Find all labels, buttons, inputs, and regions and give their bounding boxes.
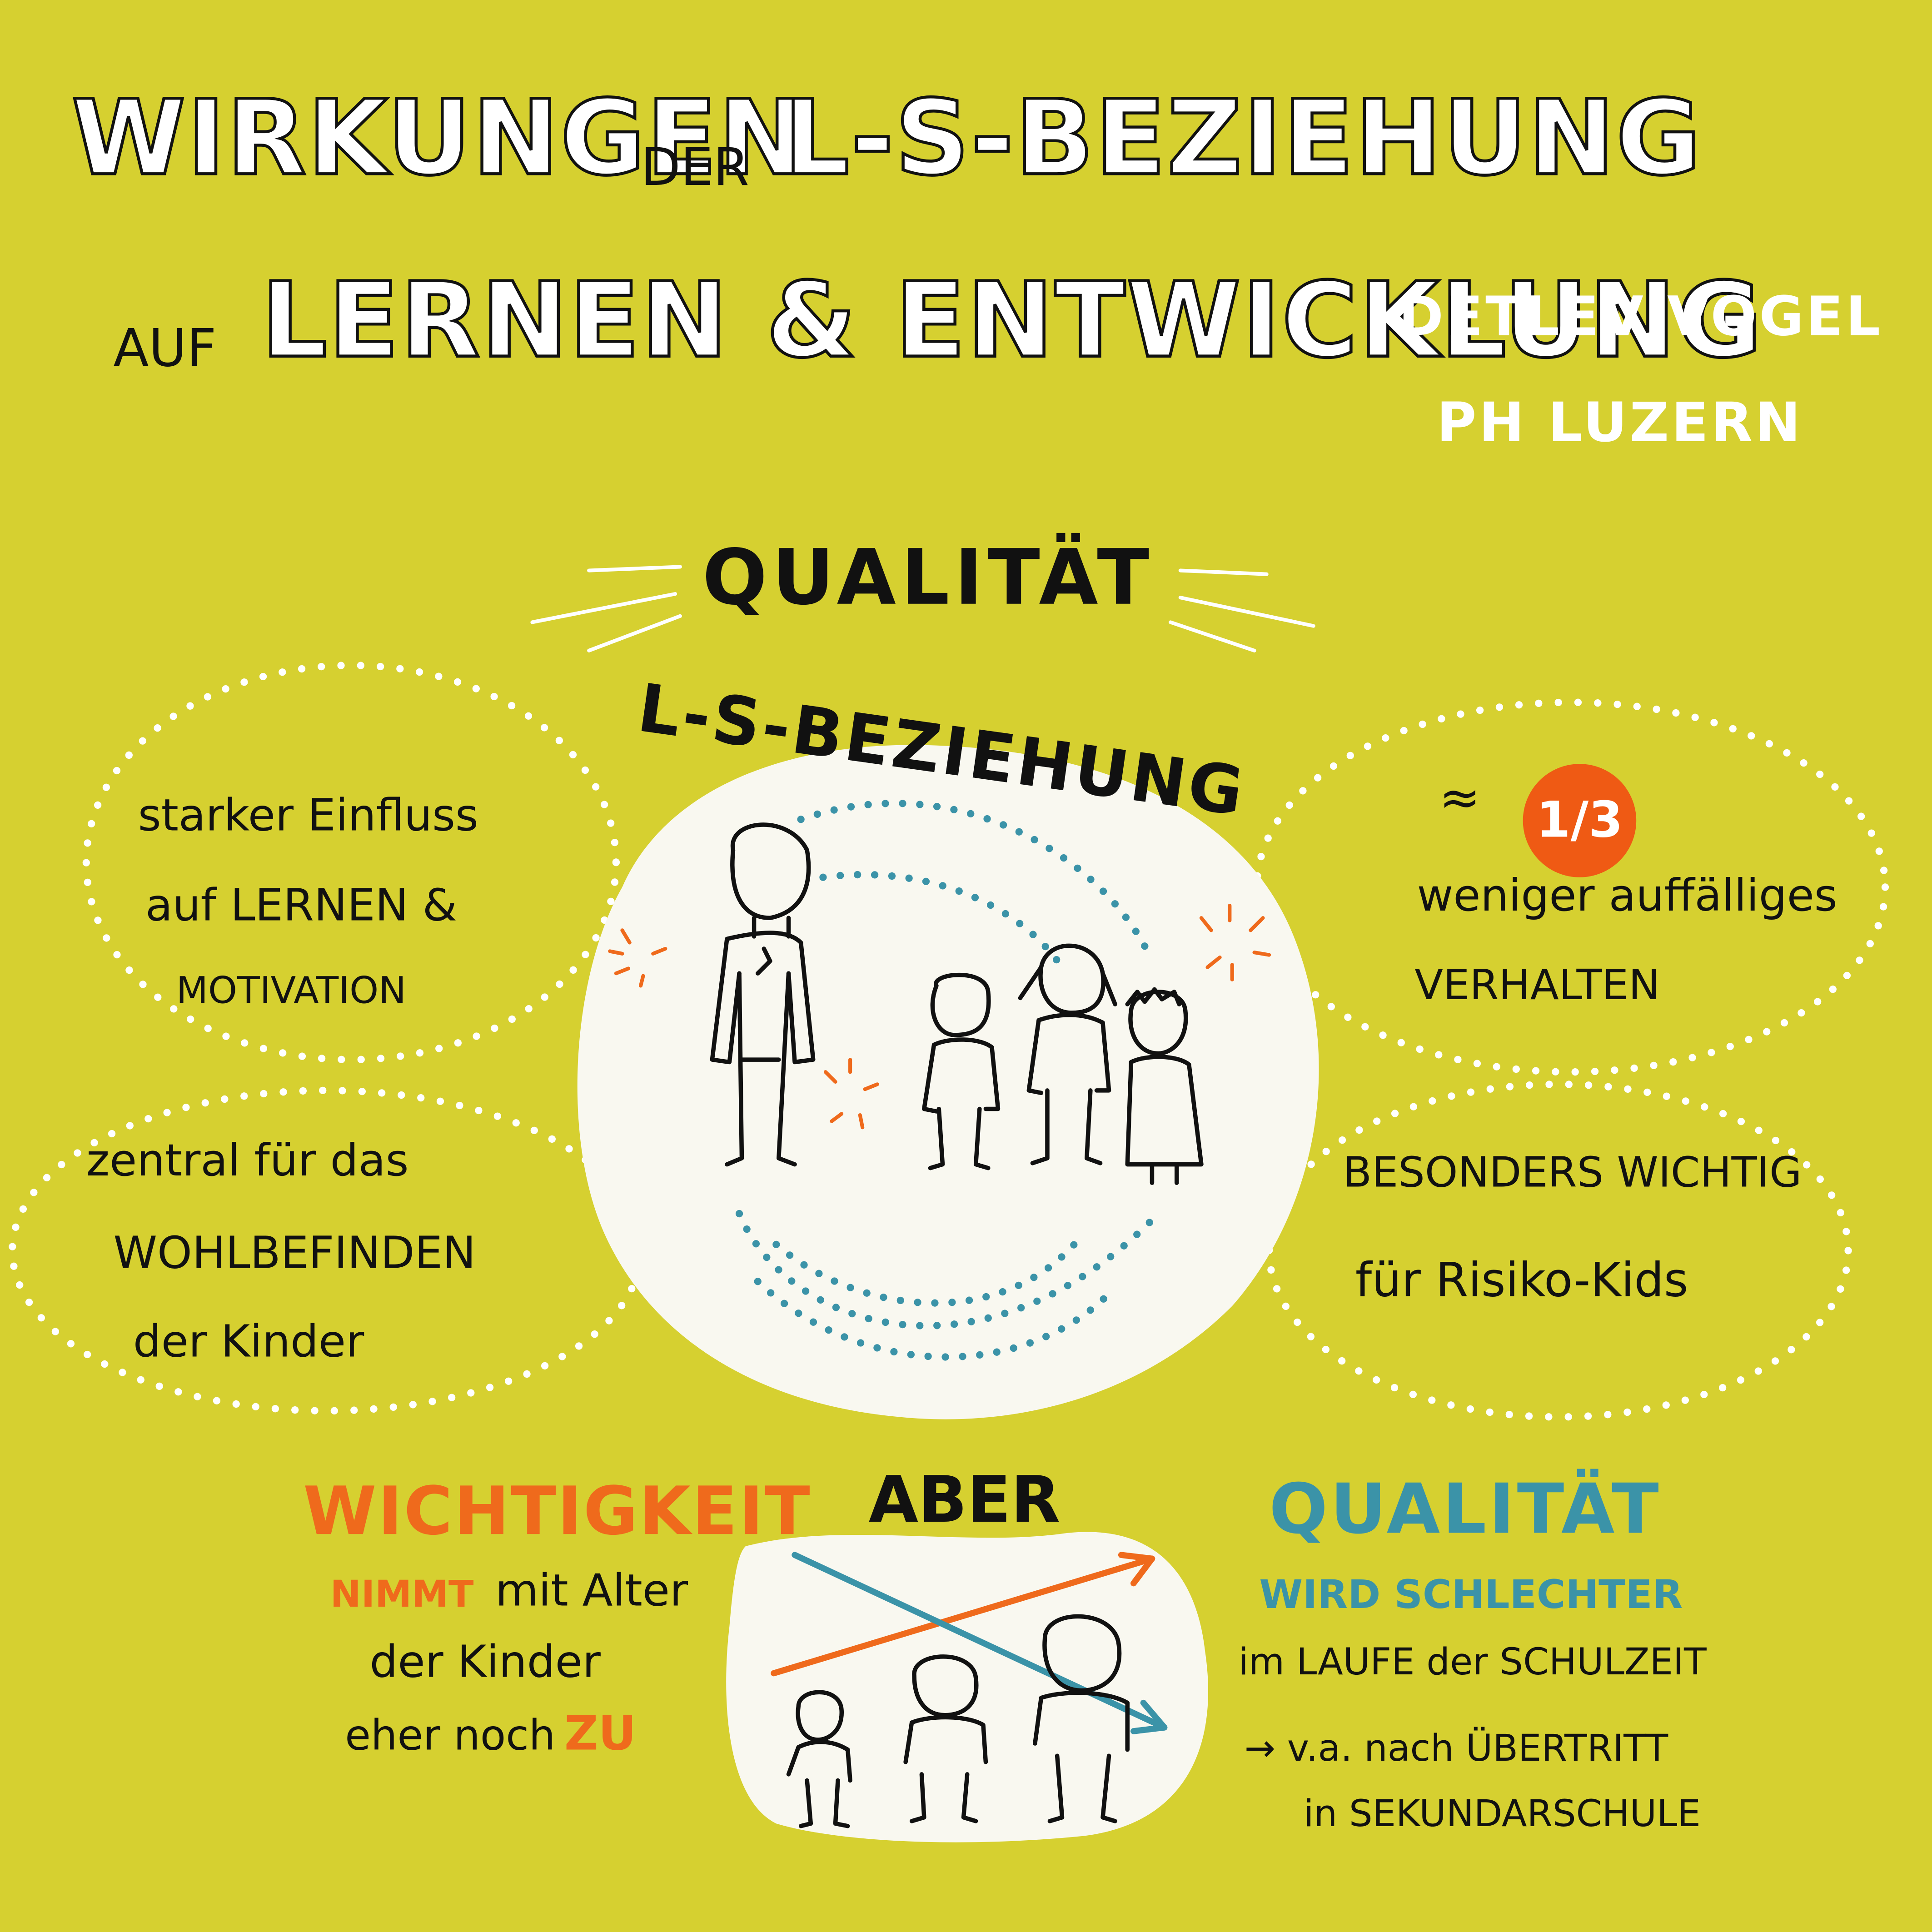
bubble-tl-line2: auf LERNEN & <box>145 881 457 932</box>
author-institution: PH LUZERN <box>1436 392 1803 455</box>
title-auf: AUF <box>113 318 217 378</box>
bubble-tr-line1: weniger auffälliges <box>1417 871 1837 922</box>
wichtigkeit-line2: der Kinder <box>369 1637 601 1688</box>
bubble-tr-approx: ≈ <box>1439 770 1481 827</box>
bubble-tl-line3: MOTIVATION <box>176 970 407 1013</box>
qualitaet-line1: im LAUFE der SCHULZEIT <box>1238 1641 1707 1684</box>
wichtigkeit-line1: mit Alter <box>495 1566 688 1617</box>
qualitaet-line3: in SEKUNDARSCHULE <box>1304 1793 1701 1836</box>
title-lernen-entwicklung: LERNEN & ENTWICKLUNG <box>260 260 1763 381</box>
bubble-outline-bottom-right <box>1265 1081 1852 1421</box>
author-name: DETLEV VOGEL <box>1398 286 1883 349</box>
bubble-bl-line1: zentral für das <box>86 1136 409 1187</box>
bubble-br-line1: BESONDERS WICHTIG <box>1343 1148 1802 1198</box>
qualitaet-line2: → v.a. nach ÜBERTRITT <box>1244 1727 1668 1771</box>
bottom-blob <box>726 1532 1208 1842</box>
wichtigkeit-nimmt: NIMMT <box>330 1573 474 1617</box>
bubble-tr-line2: VERHALTEN <box>1414 961 1660 1011</box>
wichtigkeit-heading: WICHTIGKEIT <box>303 1472 812 1550</box>
qualitaet-subheading: WIRD SCHLECHTER <box>1259 1571 1683 1618</box>
bubble-bl-line2: WOHLBEFINDEN <box>113 1228 476 1279</box>
aber-label: ABER <box>868 1464 1061 1538</box>
center-title-qualitaet: QUALITÄT <box>702 532 1154 622</box>
bubble-tl-line1: starker Einfluss <box>138 791 478 842</box>
title-ls-beziehung: L-S-BEZIEHUNG <box>782 77 1703 199</box>
one-third-badge: 1/3 <box>1523 764 1637 877</box>
title-wirkungen: WIRKUNGEN <box>70 77 807 199</box>
title-der: DER <box>641 137 749 197</box>
wichtigkeit-line3: eher noch <box>345 1711 556 1761</box>
wichtigkeit-zu: ZU <box>564 1706 637 1761</box>
one-third-label: 1/3 <box>1536 792 1623 849</box>
bubble-outline-top-left <box>82 662 620 1064</box>
qualitaet-heading: QUALITÄT <box>1269 1470 1662 1550</box>
bubble-outline-top-right <box>1253 698 1889 1076</box>
center-blob <box>577 745 1319 1419</box>
bubble-bl-line3: der Kinder <box>133 1317 364 1368</box>
bubble-br-line2: für Risiko-Kids <box>1355 1253 1688 1308</box>
